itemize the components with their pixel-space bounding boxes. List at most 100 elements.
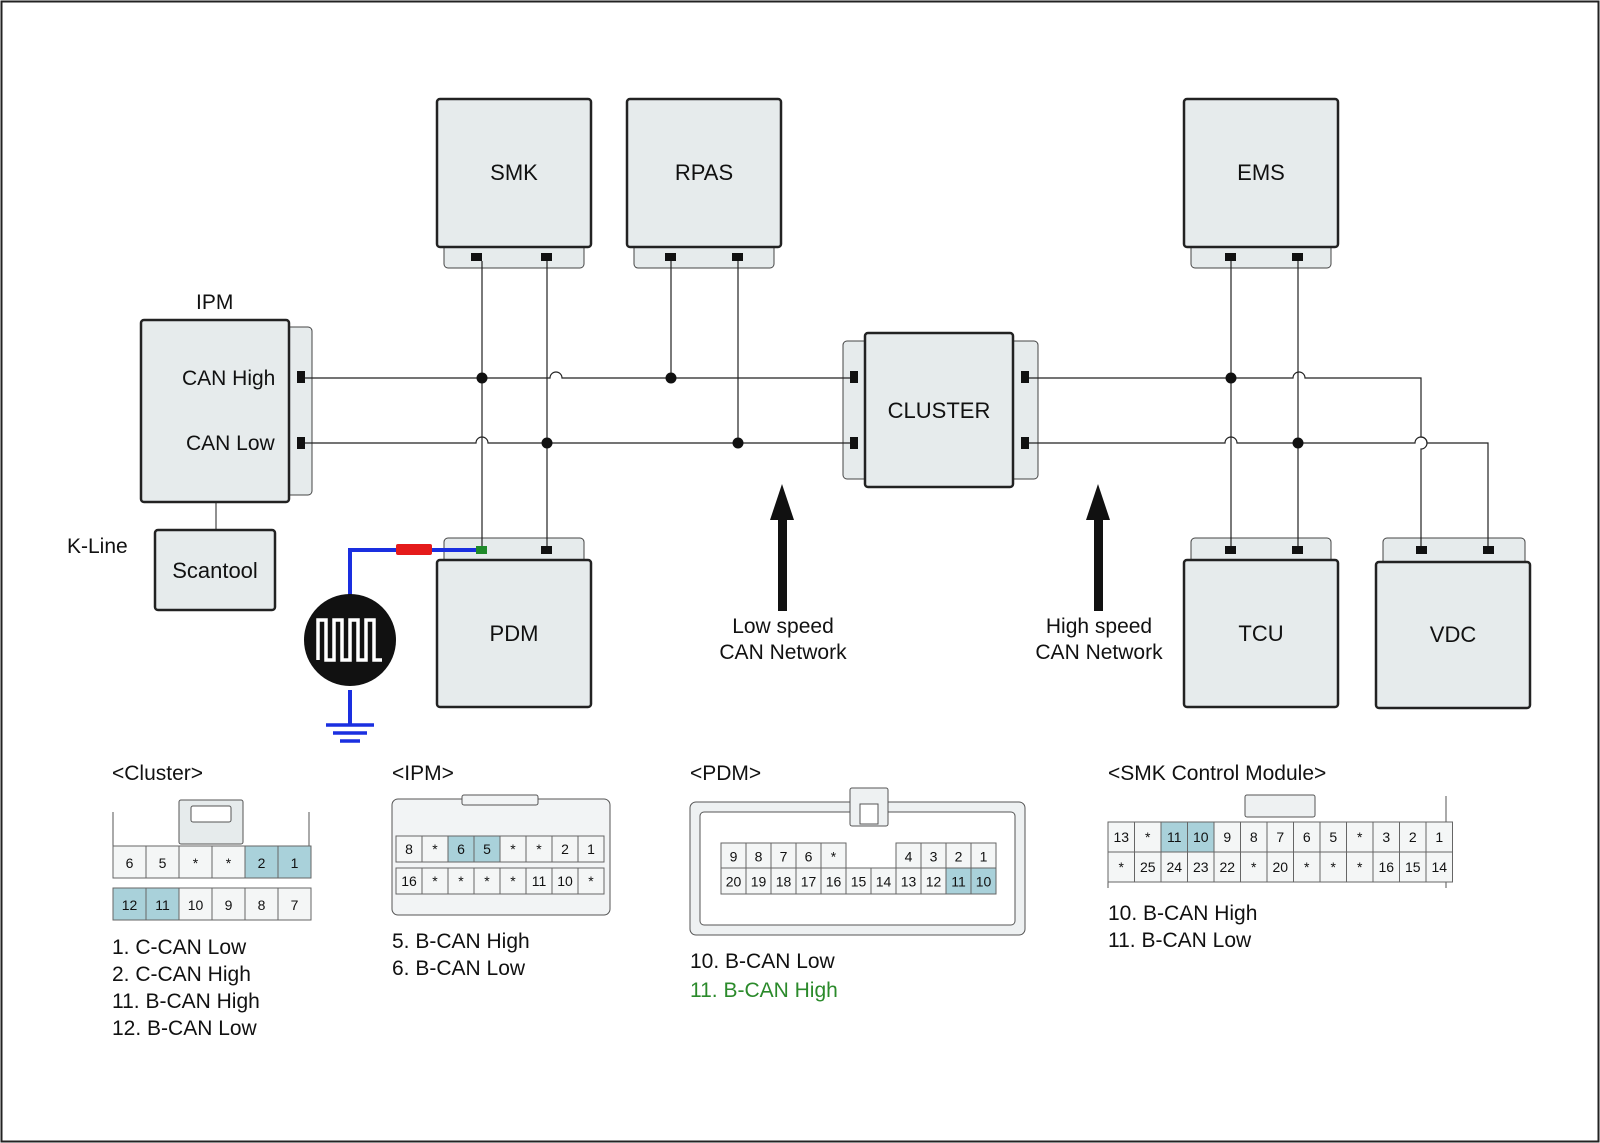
pdm-connector-title: <PDM>	[690, 762, 761, 785]
smk-label: SMK	[490, 160, 538, 185]
cluster-pin-label: 2	[258, 855, 266, 871]
pdm-pin-cell	[920, 867, 947, 895]
ipm-legend-1: 5. B-CAN High	[392, 930, 530, 953]
ipm-pin-label: 1	[587, 841, 595, 857]
cluster-pin-label: *	[226, 855, 232, 871]
smk-pin-cell	[1293, 821, 1321, 853]
ems-label: EMS	[1237, 160, 1285, 185]
smk-pin-label: *	[1357, 859, 1363, 875]
smk-pin-label: 1	[1435, 829, 1443, 845]
cluster-pin-cell	[211, 887, 246, 921]
rpas-label: RPAS	[675, 160, 733, 185]
smk-connector-title: <SMK Control Module>	[1108, 762, 1326, 785]
smk-pin-cell	[1240, 821, 1268, 853]
cluster-pin-label: 6	[126, 855, 134, 871]
ipm-pin-cell	[447, 835, 475, 863]
cluster-pin-label: 5	[159, 855, 167, 871]
ipm-pin-label: *	[588, 873, 594, 889]
pdm-pin-label: 13	[901, 873, 917, 889]
pdm-legend-1: 10. B-CAN Low	[690, 950, 836, 973]
smk-pin-label: *	[1331, 859, 1337, 875]
vdc-module: VDC	[1374, 537, 1532, 710]
ipm-pin-cell	[577, 867, 605, 895]
smk-pin-label: *	[1251, 859, 1257, 875]
pdm-pin-label: 4	[905, 848, 913, 864]
smk-pin-label: 14	[1431, 859, 1447, 875]
smk-legend-2: 11. B-CAN Low	[1108, 929, 1252, 952]
smk-pin-label: 2	[1409, 829, 1417, 845]
cluster-module: CLUSTER	[842, 331, 1039, 489]
kline-label: K-Line	[67, 535, 128, 558]
ipm-pin-label: *	[432, 873, 438, 889]
pdm-pin-label: 12	[926, 873, 942, 889]
ipm-pin-label: *	[458, 873, 464, 889]
smk-pin-cell	[1266, 821, 1294, 853]
ems-module: EMS	[1182, 97, 1340, 269]
ipm-pin-label: *	[536, 841, 542, 857]
smk-module: SMK	[435, 97, 593, 269]
pdm-module: PDM	[435, 537, 593, 709]
cluster-pin-cell	[244, 887, 279, 921]
smk-pin-label: 20	[1272, 859, 1288, 875]
smk-pin-cell	[1134, 851, 1162, 883]
smk-pin-label: *	[1304, 859, 1310, 875]
smk-pin-label: 5	[1329, 829, 1337, 845]
pdm-pin-label: 1	[980, 848, 988, 864]
cluster-pin-cell	[178, 845, 213, 879]
cluster-legend-4: 12. B-CAN Low	[112, 1017, 258, 1040]
low-speed-line1: Low speed	[732, 615, 834, 638]
smk-pin-label: 3	[1382, 829, 1390, 845]
pdm-pin-cell	[720, 867, 747, 895]
pdm-pin-cell	[920, 842, 947, 870]
cluster-pin-label: 12	[122, 897, 138, 913]
cluster-label: CLUSTER	[888, 398, 991, 423]
cluster-pin-cell	[178, 887, 213, 921]
smk-pin-cell	[1293, 851, 1321, 883]
pdm-pin-label: 18	[776, 873, 792, 889]
pdm-pin-cell	[895, 867, 922, 895]
pdm-pin-label: 16	[826, 873, 842, 889]
ipm-pin-cell	[577, 835, 605, 863]
cluster-connector-housing	[112, 799, 310, 848]
smk-pin-label: 8	[1250, 829, 1258, 845]
pdm-pin-cell	[795, 867, 822, 895]
smk-legend-1: 10. B-CAN High	[1108, 902, 1257, 925]
rpas-module: RPAS	[625, 97, 783, 269]
cluster-pin-label: 8	[258, 897, 266, 913]
pdm-pin-label: 19	[751, 873, 767, 889]
pdm-pin-cell	[970, 867, 997, 895]
smk-pin-cell	[1187, 851, 1215, 883]
junction-dots	[476, 372, 1304, 449]
smk-pin-cell	[1399, 851, 1427, 883]
ipm-pin-label: 5	[483, 841, 491, 857]
ipm-pin-cell	[447, 867, 475, 895]
pdm-pin-cell	[795, 842, 822, 870]
pdm-pin-label: 14	[876, 873, 892, 889]
pdm-pin-cell	[770, 867, 797, 895]
cluster-pin-label: 10	[188, 897, 204, 913]
pdm-pin-cell	[970, 842, 997, 870]
pdm-legend-2: 11. B-CAN High	[690, 979, 838, 1002]
ipm-pin-label: *	[510, 873, 516, 889]
ipm-can-low-label: CAN Low	[186, 432, 276, 455]
smk-pin-label: 7	[1276, 829, 1284, 845]
smk-pin-cell	[1107, 851, 1135, 883]
pdm-pin-cell	[820, 842, 847, 870]
pdm-pin-label: *	[831, 848, 837, 864]
cluster-pin-cell	[112, 887, 147, 921]
high-speed-line1: High speed	[1046, 615, 1152, 638]
high-speed-line2: CAN Network	[1035, 641, 1163, 664]
scantool-label: Scantool	[172, 558, 258, 583]
ipm-connector-title: <IPM>	[392, 762, 454, 785]
smk-pin-label: 23	[1193, 859, 1209, 875]
ipm-pin-label: 11	[532, 873, 547, 889]
ipm-title: IPM	[196, 291, 233, 314]
pdm-pin-cell	[770, 842, 797, 870]
ipm-pin-label: 8	[405, 841, 413, 857]
cluster-pin-label: 11	[155, 897, 170, 913]
ipm-pin-label: 2	[561, 841, 569, 857]
cluster-pin-cell	[112, 845, 147, 879]
pdm-pin-label: 9	[730, 848, 738, 864]
